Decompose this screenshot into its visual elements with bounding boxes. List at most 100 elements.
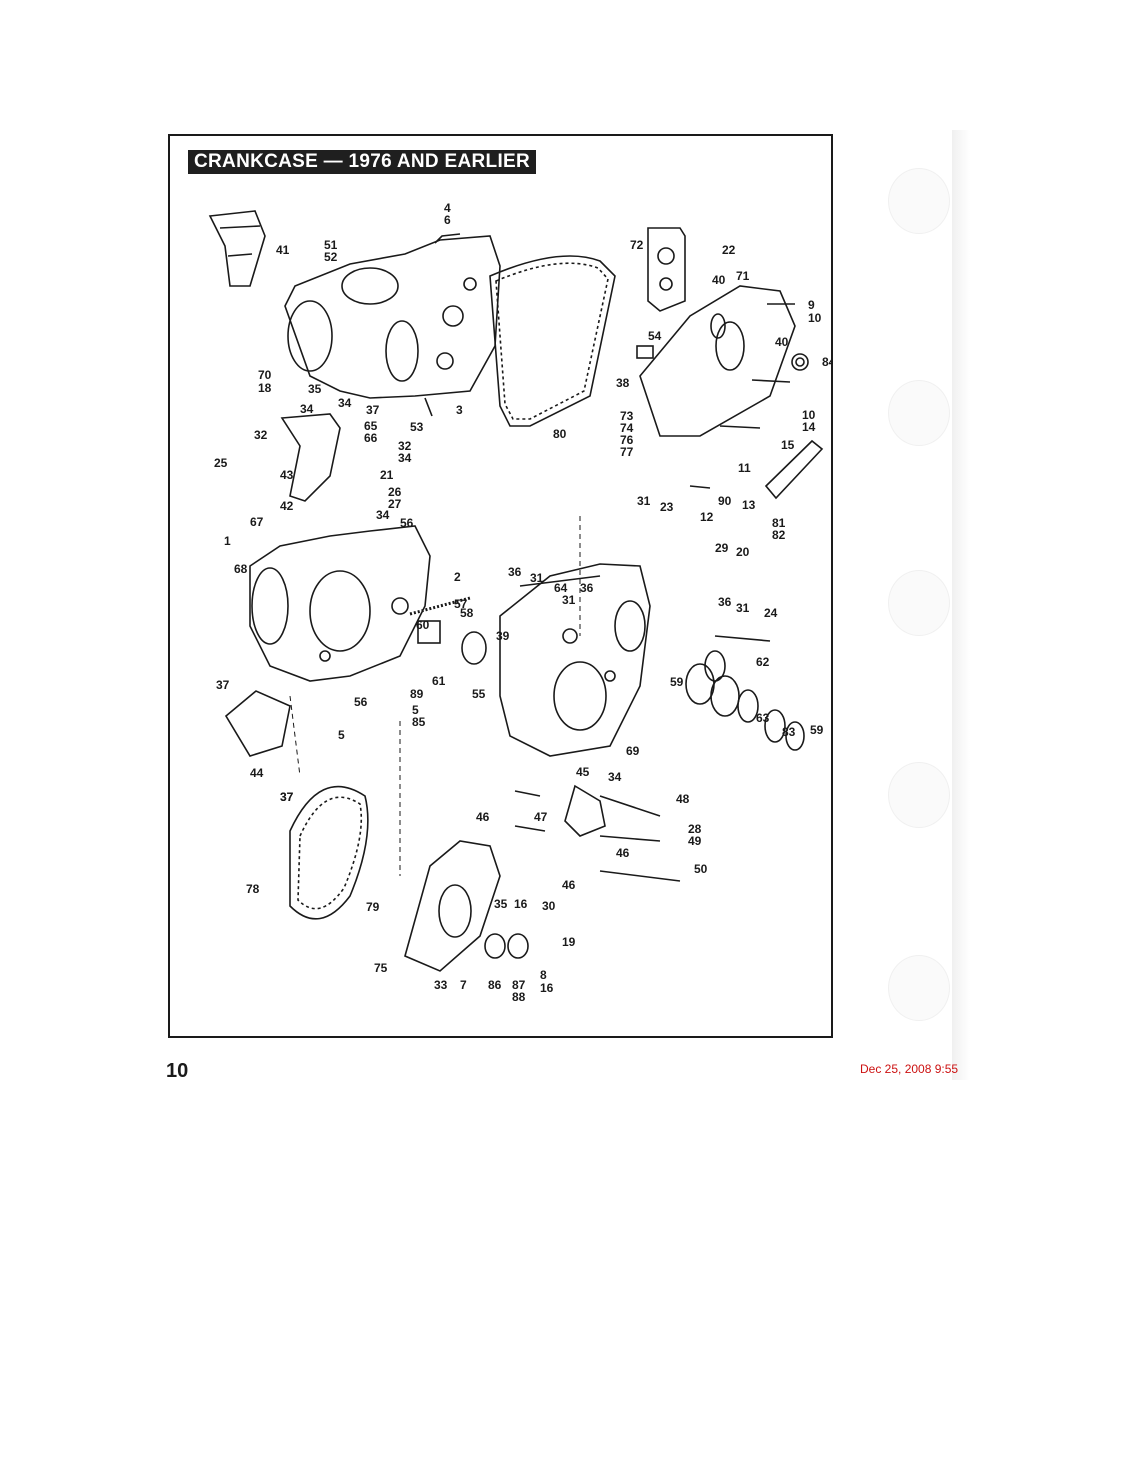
binder-hole [888,168,950,234]
callout-labels: 4641515272224071910544084701835343437353… [214,201,831,1004]
part-callout: 37 [366,403,380,417]
bracket-43 [280,413,341,502]
part-callout: 26 [388,485,402,499]
part-callout: 27 [388,497,402,511]
part-callout: 31 [562,593,576,607]
part-callout: 55 [472,687,486,701]
part-callout: 50 [694,862,708,876]
left-crankcase-lower [249,525,431,682]
part-callout: 14 [802,420,816,434]
part-callout: 46 [616,846,630,860]
part-callout: 34 [608,770,622,784]
part-callout: 36 [580,581,594,595]
part-callout: 59 [670,675,684,689]
part-callout: 10 [802,408,816,422]
part-callout: 65 [364,419,378,433]
part-callout: 42 [280,499,294,513]
part-callout: 29 [715,541,729,555]
part-callout: 62 [756,655,770,669]
part-callout: 6 [444,213,451,227]
part-callout: 81 [772,516,786,530]
part-callout: 52 [324,250,338,264]
part-callout: 25 [214,456,228,470]
binder-hole [888,570,950,636]
plate-44 [224,690,291,757]
page-number: 10 [166,1060,189,1082]
part-callout: 32 [398,439,412,453]
part-callout: 38 [616,376,630,390]
part-callout: 88 [512,990,526,1004]
part-callout: 13 [742,498,756,512]
part-callout: 16 [514,897,528,911]
part-callout: 41 [276,243,290,257]
gasket-80 [489,255,616,427]
part-callout: 70 [258,368,272,382]
part-callout: 56 [400,516,414,530]
part-callout: 19 [562,935,576,949]
part-callout: 74 [620,421,634,435]
part-callout: 12 [700,510,714,524]
part-callout: 83 [782,725,796,739]
part-callout: 71 [736,269,750,283]
part-callout: 49 [688,834,702,848]
part-callout: 76 [620,433,634,447]
part-callout: 69 [626,744,640,758]
part-callout: 54 [648,329,662,343]
part-callout: 37 [280,790,294,804]
exploded-parts-diagram: 4641515272224071910544084701835343437353… [208,201,831,1004]
part-callout: 44 [250,766,264,780]
part-callout: 34 [376,508,390,522]
part-callout: 32 [254,428,268,442]
part-callout: 43 [280,468,294,482]
part-callout: 37 [280,790,294,804]
part-callout: 34 [338,396,352,410]
gasket-78 [289,785,369,920]
part-callout: 86 [488,978,502,992]
diagram-frame: CRANKCASE — 1976 AND EARLIER [168,134,833,1038]
part-callout: 78 [246,882,260,896]
seal-79 [297,796,363,910]
page-title: CRANKCASE — 1976 AND EARLIER [188,150,537,174]
part-callout: 36 [718,595,732,609]
part-callout: 15 [781,438,795,452]
part-callout: 77 [620,445,634,459]
part-callout: 33 [434,978,448,992]
part-callout: 11 [738,461,751,475]
binder-hole [888,955,950,1021]
part-callout: 85 [412,715,426,729]
part-callout: 10 [808,311,822,325]
part-callout: 9 [808,298,815,312]
part-callout: 7 [460,978,467,992]
part-callout: 79 [366,900,380,914]
part-callout: 30 [542,899,556,913]
part-callout: 1 [224,534,231,548]
breather-plate-72 [647,227,686,312]
part-callout: 72 [630,238,644,252]
part-callout: 46 [476,810,490,824]
part-callout: 60 [416,618,430,632]
part-callout: 40 [712,273,726,287]
bracket-45 [564,784,606,837]
part-callout: 48 [676,792,690,806]
part-callout: 63 [756,711,770,725]
part-callout: 67 [250,515,264,529]
part-callout: 8 [540,968,547,982]
part-callout: 24 [764,606,778,620]
part-callout: 61 [432,674,446,688]
part-callout: 35 [308,382,322,396]
part-callout: 5 [412,703,419,717]
binder-hole [888,380,950,446]
part-callout: 31 [637,494,651,508]
part-callout: 66 [364,431,378,445]
right-crankcase [499,563,651,757]
scan-timestamp: Dec 25, 2008 9:55 [860,1062,959,1076]
part-callout: 64 [554,581,568,595]
part-callout: 36 [508,565,522,579]
part-callout: 56 [354,695,368,709]
part-callout: 34 [398,451,412,465]
part-callout: 47 [534,810,548,824]
part-callout: 40 [775,335,789,349]
part-callout: 39 [496,629,510,643]
mount-bracket-41 [208,210,266,287]
part-callout: 51 [324,238,338,252]
